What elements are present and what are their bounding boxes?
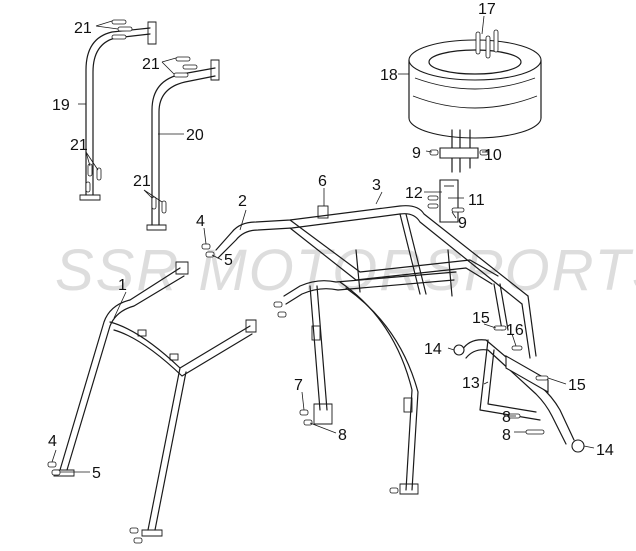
part-17-studs	[475, 29, 499, 59]
callout-11: 11	[468, 192, 485, 209]
callout-18: 18	[380, 67, 398, 84]
callout-3: 3	[372, 177, 381, 194]
callout-20: 20	[186, 127, 204, 144]
part-4-5-bolts-front	[47, 461, 143, 544]
part-18-spare-tire	[408, 39, 542, 139]
part-1-front-cage	[53, 261, 257, 537]
callout-9-a: 9	[412, 145, 421, 162]
part-4-5-bolts-main	[201, 243, 399, 494]
callout-12: 12	[405, 185, 423, 202]
callout-4-a: 4	[196, 213, 205, 230]
part-21-bolts-upper-right	[151, 56, 198, 214]
callout-labels: 21 21 19 21 20 21 17 18 9 10 12 11 9 3 6…	[48, 1, 614, 482]
callout-15-a: 15	[472, 310, 490, 327]
callout-5-a: 5	[224, 252, 233, 269]
callout-14-a: 14	[424, 341, 442, 358]
callout-13: 13	[462, 375, 480, 392]
callout-5-b: 5	[92, 465, 101, 482]
callout-16: 16	[506, 322, 524, 339]
callout-17: 17	[478, 1, 496, 18]
part-13-rear-bumper	[453, 339, 585, 453]
callout-1: 1	[118, 277, 127, 294]
callout-14-b: 14	[596, 442, 614, 459]
callout-9-b: 9	[458, 215, 467, 232]
callout-8-c: 8	[502, 427, 511, 444]
part-20-tube	[146, 59, 220, 231]
callout-7: 7	[294, 377, 303, 394]
part-2-3-main-cage	[215, 205, 537, 495]
callout-19: 19	[52, 97, 70, 114]
callout-4-b: 4	[48, 433, 57, 450]
leader-lines	[51, 15, 595, 473]
callout-8-a: 8	[338, 427, 347, 444]
callout-2: 2	[238, 193, 247, 210]
callout-15-b: 15	[568, 377, 586, 394]
callout-21-d: 21	[133, 173, 151, 190]
callout-21-a: 21	[74, 20, 92, 37]
callout-10: 10	[484, 147, 502, 164]
part-21-bolts-upper-left	[85, 19, 133, 193]
callout-21-c: 21	[70, 137, 88, 154]
callout-6: 6	[318, 173, 327, 190]
callout-8-b: 8	[502, 409, 511, 426]
part-8-15-16-bolts-bumper	[493, 325, 549, 435]
part-11-12-mount-plate	[427, 179, 465, 223]
part-9-10-tire-bracket	[429, 129, 489, 173]
watermark-text: SSR MOTORSPORTS	[55, 238, 636, 303]
callout-21-b: 21	[142, 56, 160, 73]
